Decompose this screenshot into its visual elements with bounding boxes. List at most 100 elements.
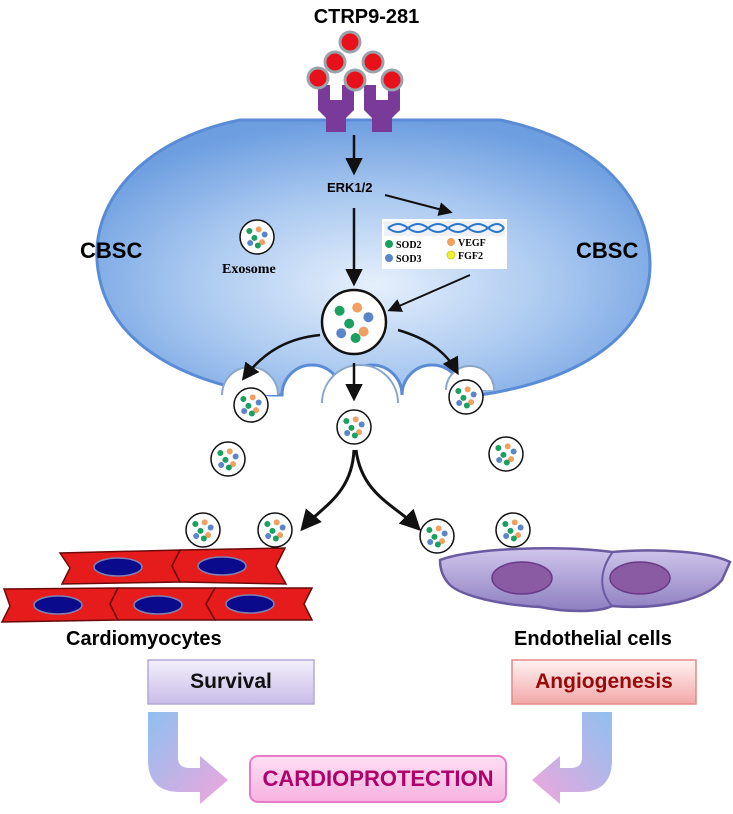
endothelial-label: Endothelial cells [514, 628, 672, 650]
exosome-group [185, 219, 531, 554]
exosome-cargo-dot [264, 521, 271, 528]
exosome-cargo-dot [253, 407, 260, 414]
exosome-cargo-dot [510, 448, 517, 455]
exosome-cargo-dot [249, 394, 256, 401]
ctrp9-ligands [306, 30, 404, 92]
receptor-right [364, 85, 400, 132]
exosome-cargo-dot [511, 519, 518, 526]
exosome-cargo-dot [279, 524, 286, 531]
exosome-cargo-dot [460, 394, 467, 401]
exosome-cargo-dot [207, 524, 214, 531]
exosome-central [320, 288, 388, 356]
exosome-cargo-dot [358, 421, 365, 428]
survival-text: Survival [190, 670, 272, 693]
exosome-cargo-dot [225, 464, 232, 471]
exosome-cargo-dot [336, 328, 347, 339]
legend-vegf: VEGF [458, 238, 486, 249]
exosome-cargo-dot [241, 407, 248, 414]
ctrp9-title: CTRP9-281 [313, 6, 420, 28]
exosome-cargo-dot [218, 461, 225, 468]
cardiomyocytes-label: Cardiomyocytes [66, 628, 222, 650]
exosome-cargo-dot [502, 521, 509, 528]
exosome-cargo-dot [226, 448, 233, 455]
exosome-cargo-dot [232, 453, 239, 460]
exosome-target-3 [419, 518, 455, 554]
exosome-cargo-dot [456, 399, 463, 406]
exosome-cargo-dot [259, 239, 266, 246]
cbsc-cell-body [95, 118, 652, 397]
vegf-dot [447, 238, 455, 246]
exosome-cargo-dot [247, 239, 254, 246]
exosome-cargo-dot [503, 532, 510, 539]
endothelial-nucleus-left [491, 561, 553, 595]
exosome-cargo-dot [251, 234, 258, 241]
exosome-cargo-dot [358, 326, 369, 337]
exosome-cargo-dot [277, 532, 284, 539]
arrow-release-left [241, 333, 321, 381]
exosome-cargo-dot [470, 391, 477, 398]
exosome-cargo-dot [273, 519, 280, 526]
exosome-cargo-dot [352, 302, 363, 313]
fgf2-dot [446, 250, 456, 260]
cardioprotection-text: CARDIOPROTECTION [262, 766, 494, 791]
exosome-cargo-dot [200, 535, 207, 542]
exosome-cargo-dot [248, 410, 255, 417]
exosome-cargo-dot [205, 532, 212, 539]
exosome-bud-left [233, 387, 269, 423]
arrow-to-cardiomyocytes [300, 449, 356, 532]
exosome-cargo-dot [468, 399, 475, 406]
exosome-free-right [488, 436, 524, 472]
endothelial-nucleus-right [609, 561, 671, 595]
exosome-cargo-dot [344, 429, 351, 436]
exosome-cargo-dot [350, 333, 361, 343]
exosome-cargo-dot [510, 535, 517, 542]
exosome-cargo-dot [269, 527, 276, 534]
legend-sod3: SOD3 [396, 254, 422, 265]
arrow-erk-dna [384, 194, 453, 216]
cbsc-label-left: CBSC [80, 238, 143, 263]
exosome-label: Exosome [222, 262, 276, 277]
exosome-cargo-dot [431, 533, 438, 540]
exosome-cargo-dot [272, 535, 279, 542]
exosome-cargo-dot [507, 527, 514, 534]
exosome-cargo-dot [504, 443, 511, 450]
exosome-cargo-dot [426, 527, 433, 534]
exosome-cargo-dot [463, 402, 470, 409]
exosome-cargo-dot [500, 451, 507, 458]
exosome-cargo-dot [245, 402, 252, 409]
arrow-release-right [397, 328, 459, 376]
sod3-dot [385, 254, 393, 262]
exosome-cargo-dot [439, 538, 446, 545]
arrow-dna-exosome [387, 274, 471, 312]
endothelial-junction [601, 552, 613, 607]
exosome-cargo-dot [427, 538, 434, 545]
sod2-dot [385, 240, 393, 248]
exosome-cargo-dot [217, 450, 224, 457]
exosome-target-1 [185, 512, 221, 548]
exosome-cargo-dot [352, 416, 359, 423]
big-arrow-right [532, 712, 612, 804]
exosome-free-left [210, 441, 246, 477]
exosome-cargo-dot [255, 226, 262, 233]
exosome-cargo-dot [517, 524, 524, 531]
exosome-cargo-dot [246, 228, 253, 235]
exosome-cargo-dot [201, 519, 208, 526]
exosome-cargo-dot [192, 521, 199, 528]
exosome-cargo-dot [464, 386, 471, 393]
exosome-cargo-dot [356, 429, 363, 436]
exosome-bud-center [336, 409, 372, 445]
exosome-cargo-dot [193, 532, 200, 539]
exosome-cargo-dot [508, 456, 515, 463]
exosome-cargo-dot [334, 305, 345, 316]
exosome-cargo-dot [434, 541, 441, 548]
survival-box [147, 659, 315, 705]
exosome-cargo-dot [261, 231, 268, 238]
cbsc-label-right: CBSC [576, 238, 639, 263]
receptor-left [318, 85, 354, 132]
exosome-cargo-dot [351, 432, 358, 439]
exosome-cargo-dot [265, 532, 272, 539]
exosome-cargo-dot [515, 532, 522, 539]
exosome-cargo-dot [496, 456, 503, 463]
legend-fgf2: FGF2 [458, 251, 483, 262]
